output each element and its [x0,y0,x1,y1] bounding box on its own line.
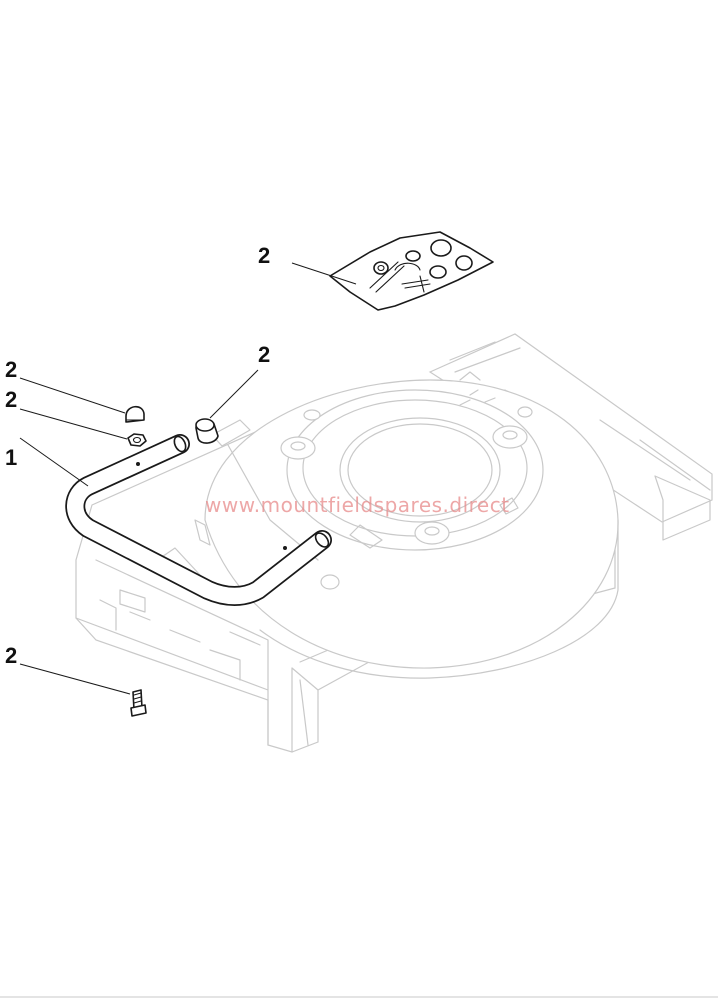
leader-cap-nut [19,377,126,414]
callout-cap-nut: 2 [5,357,17,382]
mower-deck-outline [75,333,713,753]
callout-spacer: 2 [258,342,270,367]
bumper-bar [65,434,332,606]
hardware-kit-bag [329,231,494,311]
callout-bolt: 2 [5,643,17,668]
watermark-text: www.mountfieldspares.direct [205,493,510,517]
leader-lines [19,262,357,695]
lock-nut [127,433,147,447]
callout-kit: 2 [258,243,270,268]
leader-spacer [209,369,259,419]
callout-lock-nut: 2 [5,387,17,412]
leader-bumper-bar [19,437,89,487]
cap-nut [125,405,145,423]
callout-bumper-bar: 1 [5,445,17,470]
leader-lock-nut [19,408,128,440]
bolt [130,689,147,717]
leader-kit [291,262,357,285]
spacer-plug [195,418,219,444]
leader-bolt [19,663,131,695]
